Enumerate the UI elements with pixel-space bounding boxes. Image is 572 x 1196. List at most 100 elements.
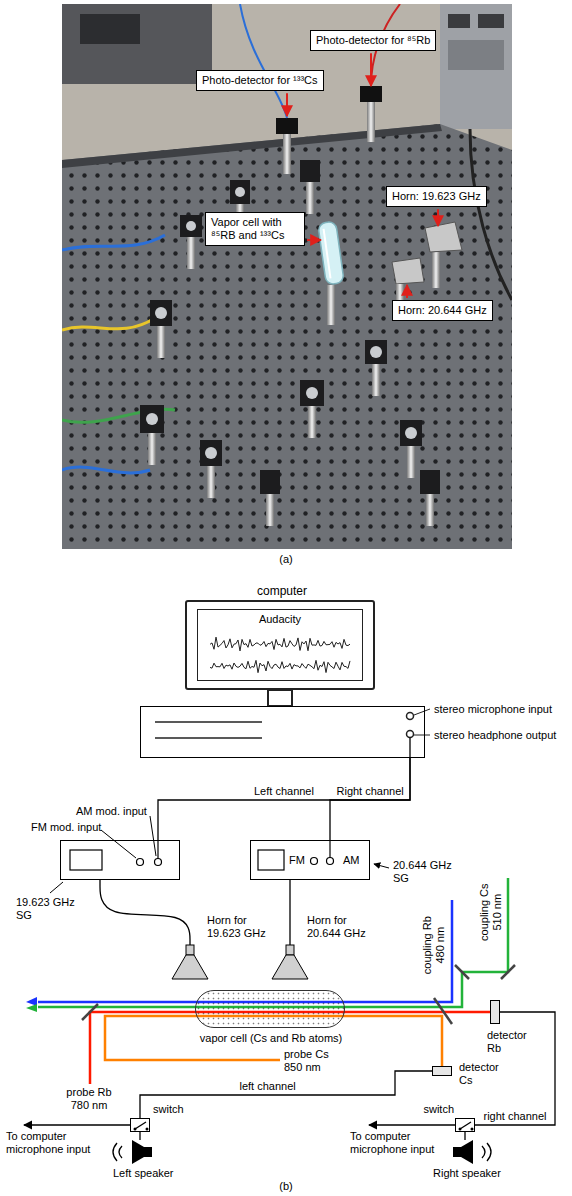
- speaker: Left speaker: [128, 1140, 152, 1164]
- switch-outline: [460, 1122, 471, 1129]
- generator-drawing: [70, 850, 102, 870]
- horn-outline: [186, 945, 194, 955]
- photo-scene: [187, 237, 195, 269]
- photo-callout: Vapor cell with ⁸⁵RB and ¹³³Cs: [205, 212, 305, 246]
- cable-connector: [139, 1132, 140, 1140]
- horn-outline: [270, 945, 310, 980]
- photo-scene: [448, 14, 470, 28]
- photo-scene: [155, 307, 167, 319]
- mirror: [455, 965, 469, 979]
- vapor-cell: vapor cell (Cs and Rb atoms): [195, 990, 345, 1028]
- photo-scene: [318, 221, 344, 285]
- node-text: Left speaker: [113, 1167, 174, 1180]
- spkR-outline: [453, 1140, 477, 1164]
- photo-scene: [146, 413, 158, 425]
- photo-scene: [62, 124, 512, 549]
- computer-drawing: [407, 713, 414, 720]
- node-text: Horn for 20.644 GHz: [307, 914, 371, 940]
- photo-scene: [62, 318, 155, 330]
- computer-drawing: [155, 737, 262, 739]
- horn-antenna: Horn for 20.644 GHz: [270, 945, 310, 980]
- photo-scene: [230, 180, 250, 204]
- signal-generator: FM mod. inputAM mod. input19.623 GHz SG: [60, 840, 180, 880]
- channel-label: right channel: [482, 1110, 549, 1123]
- spkL-outline: [144, 1147, 152, 1157]
- photo-scene: [62, 467, 150, 473]
- computer-drawing: [155, 721, 262, 723]
- generator-drawing: [157, 840, 158, 859]
- photo-scene: [306, 182, 314, 214]
- computer-drawing: [407, 731, 414, 738]
- spkL-outline: [132, 1140, 144, 1164]
- photo-scene: [407, 446, 415, 478]
- photo-scene: [440, 4, 512, 129]
- cable-connector: [464, 1132, 465, 1140]
- computer-drawing: [155, 690, 430, 758]
- mirror: [501, 965, 515, 979]
- photo-scene: [148, 433, 156, 465]
- photodetector: detector Cs: [432, 1066, 452, 1076]
- photo-scene: [240, 4, 287, 118]
- photo-scene: [478, 14, 504, 28]
- laser-beams: [38, 878, 508, 1084]
- photo-scene: [62, 4, 212, 84]
- node-text: Horn: 20.644 GHz: [398, 304, 487, 317]
- sound-waves: [113, 1143, 117, 1161]
- photo-scene: [260, 470, 280, 494]
- photo-scene: [235, 187, 245, 197]
- generator-drawing: [258, 850, 284, 870]
- leader-arrow: [307, 239, 321, 241]
- generator-drawing: [50, 882, 63, 893]
- generator-drawing: [155, 859, 162, 866]
- photo-callout: Horn: 19.623 GHz: [386, 186, 487, 207]
- generator-drawing: [374, 864, 389, 868]
- switch-outline: [459, 1128, 462, 1131]
- switch-outline: [471, 1128, 474, 1131]
- channel-label: left channel: [238, 1080, 298, 1093]
- sound-waves: [119, 1146, 122, 1158]
- computer-case: stereo microphone inputstereo headphone …: [140, 706, 425, 758]
- photo-scene: [62, 235, 165, 250]
- subfigure-label: (b): [266, 1180, 306, 1193]
- switch-outline: [131, 1119, 149, 1131]
- laser-label: coupling Cs 510 nm: [478, 879, 504, 945]
- node-text: stereo microphone input: [434, 703, 552, 716]
- photo-scene: [426, 494, 434, 526]
- photo-scene: [327, 285, 335, 325]
- subfigure-label: (a): [266, 553, 306, 566]
- photodetector: detector Rb: [490, 1000, 500, 1024]
- leader-arrow: [406, 285, 408, 298]
- photo-scene: [186, 221, 196, 231]
- laser-label: probe Cs 850 nm: [284, 1048, 336, 1074]
- switch-outline: [146, 1128, 149, 1131]
- computer-drawing: [414, 735, 430, 736]
- leader-arrow: [286, 93, 288, 116]
- audio-wire: [24, 1124, 130, 1125]
- horn-outline: [170, 945, 210, 980]
- photo-callout: Photo-detector for ⁸⁵Rb: [310, 30, 436, 51]
- node-text: AM: [343, 854, 360, 867]
- spkR-outline: [461, 1140, 473, 1164]
- computer-drawing: [409, 738, 410, 759]
- photo-scene: [367, 102, 375, 142]
- waves-outline: [210, 637, 350, 651]
- channel-label: Left channel: [252, 785, 316, 798]
- switch-symbol: switch: [130, 1118, 150, 1132]
- photo-scene: [400, 420, 422, 446]
- node-text: computer: [187, 584, 377, 598]
- photo-scene: [207, 466, 215, 498]
- switch-symbol: switch: [455, 1118, 475, 1132]
- cable-connector: [100, 880, 190, 945]
- photo-callout: Photo-detector for ¹³³Cs: [196, 70, 324, 91]
- generator-drawing: [327, 858, 334, 865]
- speaker: Right speaker: [453, 1140, 477, 1164]
- generator-drawing: [101, 830, 136, 858]
- cable-connector: [330, 758, 410, 840]
- node-text: stereo headphone output: [434, 729, 556, 742]
- sound-waves: [482, 1146, 485, 1158]
- photo-scene: [365, 340, 387, 364]
- generator-drawing: [311, 858, 318, 865]
- computer-drawing: [268, 690, 292, 706]
- signal-generator: FMAM20.644 GHz SG: [250, 840, 370, 880]
